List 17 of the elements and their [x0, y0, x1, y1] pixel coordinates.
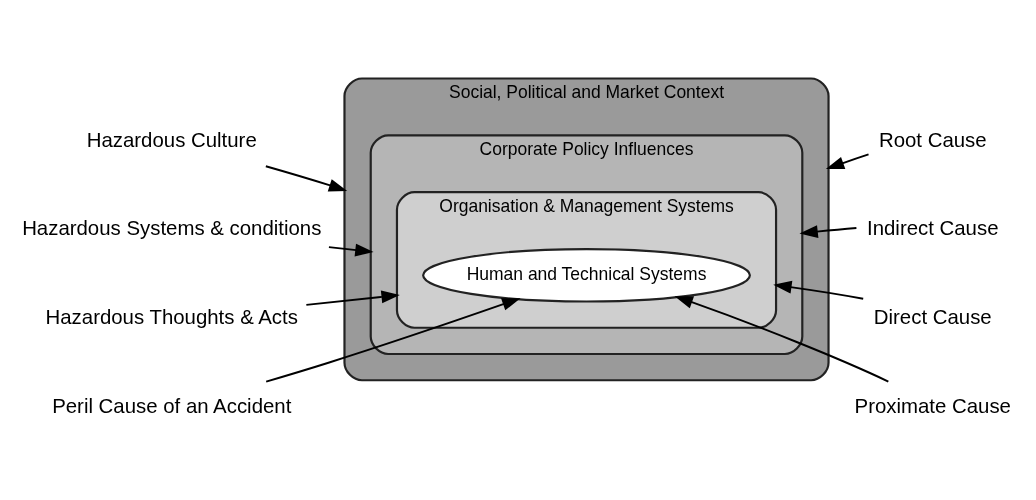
node-text: Direct Cause	[873, 305, 992, 328]
node-text: Hazardous Systems & conditions	[22, 216, 322, 239]
arrow	[773, 280, 865, 300]
arrow	[265, 297, 521, 383]
arrow	[799, 224, 858, 238]
node-text: Proximate Cause	[854, 394, 1011, 417]
node-text: Peril Cause of an Accident	[52, 394, 292, 417]
node-ellipse: Human and Technical Systems	[422, 247, 751, 303]
node-text: Indirect Cause	[867, 216, 999, 239]
node-text: Hazardous Culture	[86, 128, 257, 151]
node-text: Hazardous Thoughts & Acts	[45, 305, 298, 328]
node-text: Root Cause	[878, 128, 987, 151]
arrow	[305, 290, 400, 306]
arrow	[264, 164, 348, 191]
arrow	[674, 295, 890, 382]
arrow	[327, 243, 374, 256]
arrow	[825, 152, 870, 169]
